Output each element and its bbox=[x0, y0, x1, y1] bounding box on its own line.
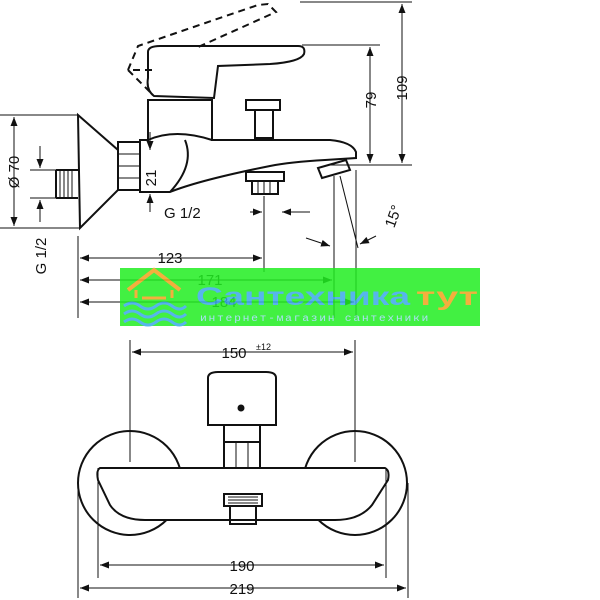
front-view bbox=[77, 340, 409, 598]
dim-g12-left: G 1/2 bbox=[33, 238, 50, 275]
wall-escutcheon bbox=[76, 112, 119, 231]
spout-outlet bbox=[316, 158, 352, 180]
bottom-connector bbox=[245, 171, 285, 182]
dim-123: 123 bbox=[157, 250, 182, 267]
lever-front bbox=[207, 371, 277, 426]
dim-109: 109 bbox=[394, 75, 411, 100]
dim-150-tolerance: ±12 bbox=[256, 342, 271, 352]
side-view bbox=[0, 1, 412, 318]
dim-g12-middle: G 1/2 bbox=[164, 205, 201, 222]
watermark-subtitle: интернет-магазин сантехники bbox=[200, 314, 430, 325]
wall-thread bbox=[55, 169, 78, 199]
lever-raised-position bbox=[126, 2, 278, 71]
cartridge-housing bbox=[223, 424, 261, 469]
dim-150: 150 bbox=[221, 345, 246, 362]
dim-21: 21 bbox=[143, 170, 160, 187]
dim-15-degrees: 15° bbox=[382, 203, 406, 230]
dim-190: 190 bbox=[229, 558, 254, 575]
watermark-title-accent: тут bbox=[416, 283, 478, 311]
mixer-body bbox=[139, 99, 357, 193]
watermark-title: Сантехника bbox=[196, 283, 412, 311]
lever-handle bbox=[146, 45, 306, 100]
dim-219: 219 bbox=[229, 581, 254, 598]
dim-79: 79 bbox=[363, 92, 380, 109]
house-logo-icon bbox=[123, 267, 188, 327]
diverter-knob bbox=[245, 99, 281, 111]
watermark-banner: Сантехника тут интернет-магазин сантехни… bbox=[120, 267, 480, 327]
dim-diameter-70: Ø 70 bbox=[6, 156, 23, 189]
